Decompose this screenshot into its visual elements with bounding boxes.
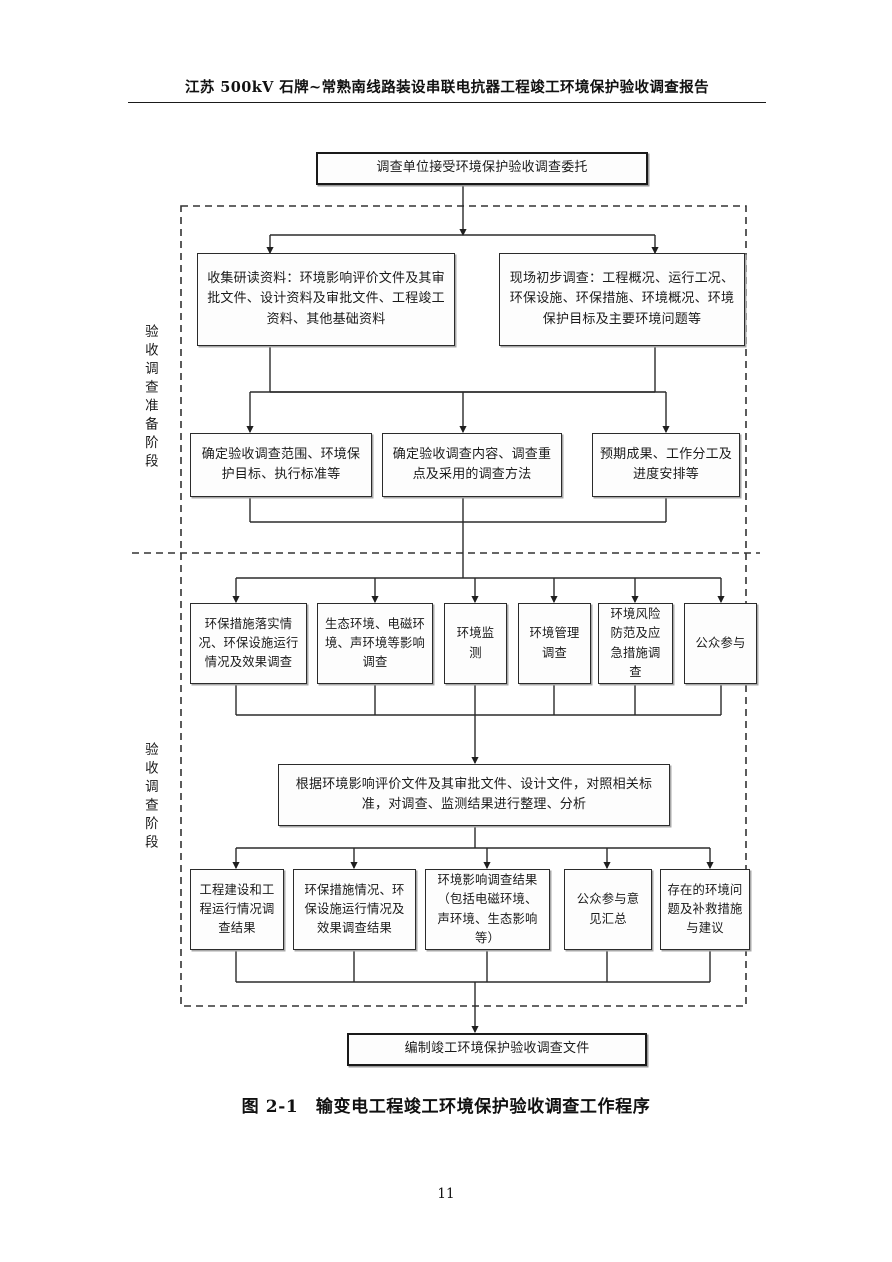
node-result-problems[interactable]: 存在的环境问题及补救措施与建议 <box>660 869 750 950</box>
node-analysis-label: 根据环境影响评价文件及其审批文件、设计文件，对照相关标准，对调查、监测结果进行整… <box>295 776 653 812</box>
node-start[interactable]: 调查单位接受环境保护验收调查委托 <box>316 152 648 185</box>
node-end[interactable]: 编制竣工环境保护验收调查文件 <box>347 1033 647 1066</box>
node-result-measures[interactable]: 环保措施情况、环保设施运行情况及效果调查结果 <box>293 869 416 950</box>
node-scope[interactable]: 确定验收调查范围、环境保护目标、执行标准等 <box>190 433 372 497</box>
node-survey-management-label: 环境管理调查 <box>529 626 580 660</box>
node-survey-risk-label: 环境风险防范及应急措施调查 <box>610 607 661 679</box>
node-schedule-label: 预期成果、工作分工及进度安排等 <box>599 446 732 482</box>
node-result-construction[interactable]: 工程建设和工程运行情况调查结果 <box>190 869 284 950</box>
header-rule <box>128 102 766 103</box>
node-survey-public[interactable]: 公众参与 <box>684 603 757 684</box>
node-schedule[interactable]: 预期成果、工作分工及进度安排等 <box>592 433 740 497</box>
node-result-public[interactable]: 公众参与意见汇总 <box>564 869 652 950</box>
figure-caption: 图 2-1 输变电工程竣工环境保护验收调查工作程序 <box>241 1097 651 1117</box>
node-survey-monitoring[interactable]: 环境监测 <box>444 603 507 684</box>
stage-label-survey: 验收调查阶段 <box>141 741 158 853</box>
node-result-measures-label: 环保措施情况、环保设施运行情况及效果调查结果 <box>304 882 405 936</box>
stage-label-preparation: 验收调查准备阶段 <box>141 324 158 472</box>
node-content-label: 确定验收调查内容、调查重点及采用的调查方法 <box>392 446 552 482</box>
node-prep-left-label: 收集研读资料：环境影响评价文件及其审批文件、设计资料及审批文件、工程竣工资料、其… <box>207 271 445 327</box>
node-survey-public-label: 公众参与 <box>695 635 746 650</box>
node-end-label: 编制竣工环境保护验收调查文件 <box>404 1041 590 1057</box>
node-survey-risk[interactable]: 环境风险防范及应急措施调查 <box>598 603 673 684</box>
node-content[interactable]: 确定验收调查内容、调查重点及采用的调查方法 <box>382 433 562 497</box>
node-prep-left[interactable]: 收集研读资料：环境影响评价文件及其审批文件、设计资料及审批文件、工程竣工资料、其… <box>197 253 455 346</box>
node-start-label: 调查单位接受环境保护验收调查委托 <box>376 160 588 176</box>
node-survey-environment[interactable]: 生态环境、电磁环境、声环境等影响调查 <box>317 603 433 684</box>
node-survey-measures-label: 环保措施落实情况、环保设施运行情况及效果调查 <box>198 616 299 670</box>
running-header: 江苏 500kV 石牌~常熟南线路装设串联电抗器工程竣工环境保护验收调查报告 <box>184 79 709 96</box>
node-survey-environment-label: 生态环境、电磁环境、声环境等影响调查 <box>325 616 425 670</box>
node-result-public-label: 公众参与意见汇总 <box>576 892 640 926</box>
node-result-impact-label: 环境影响调查结果（包括电磁环境、声环境、生态影响等） <box>437 873 538 945</box>
node-prep-right-label: 现场初步调查：工程概况、运行工况、环保设施、环保措施、环境概况、环境保护目标及主… <box>509 271 735 327</box>
node-survey-management[interactable]: 环境管理调查 <box>518 603 591 684</box>
node-result-problems-label: 存在的环境问题及补救措施与建议 <box>667 882 743 936</box>
node-analysis[interactable]: 根据环境影响评价文件及其审批文件、设计文件，对照相关标准，对调查、监测结果进行整… <box>278 764 670 826</box>
node-survey-measures[interactable]: 环保措施落实情况、环保设施运行情况及效果调查 <box>190 603 307 684</box>
node-survey-monitoring-label: 环境监测 <box>456 626 495 660</box>
node-prep-right[interactable]: 现场初步调查：工程概况、运行工况、环保设施、环保措施、环境概况、环境保护目标及主… <box>499 253 745 346</box>
node-result-construction-label: 工程建设和工程运行情况调查结果 <box>199 882 275 936</box>
node-scope-label: 确定验收调查范围、环境保护目标、执行标准等 <box>201 446 361 482</box>
node-result-impact[interactable]: 环境影响调查结果（包括电磁环境、声环境、生态影响等） <box>425 869 550 950</box>
page-number: 11 <box>437 1186 455 1202</box>
